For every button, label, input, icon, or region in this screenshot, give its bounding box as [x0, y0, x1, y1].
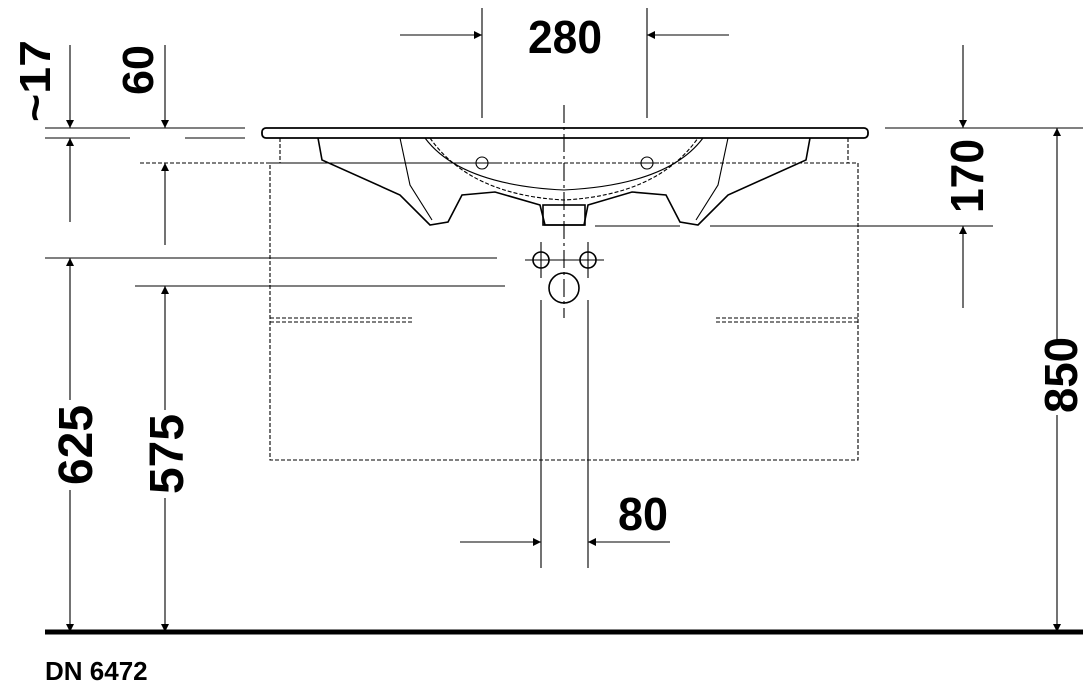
model-number: DN 6472 — [45, 656, 148, 686]
dimension-waste-height: 575 — [141, 286, 194, 632]
dimension-supply-height: 625 — [50, 258, 103, 632]
reference-lines — [45, 127, 1083, 568]
dimension-overflow: 60 — [114, 45, 169, 245]
supply-connections — [525, 105, 604, 318]
dimension-label-575: 575 — [141, 414, 194, 494]
dimension-label-80: 80 — [618, 488, 668, 540]
dimension-label-170: 170 — [941, 139, 993, 213]
dimension-label-625: 625 — [50, 405, 103, 485]
dimension-label-17: ~17 — [11, 40, 60, 122]
dimension-label-850: 850 — [1035, 337, 1087, 413]
dimension-basin-depth: 170 — [941, 45, 993, 308]
dimension-label-60: 60 — [114, 45, 163, 95]
dimension-total-height: 850 — [1035, 128, 1087, 632]
dimension-supply-spacing: 80 — [460, 488, 670, 546]
dimension-rim-thickness: ~17 — [11, 40, 74, 222]
dimension-tap-spacing: 280 — [400, 8, 729, 118]
dimension-label-280: 280 — [528, 11, 602, 63]
washbasin-outline — [261, 127, 869, 226]
